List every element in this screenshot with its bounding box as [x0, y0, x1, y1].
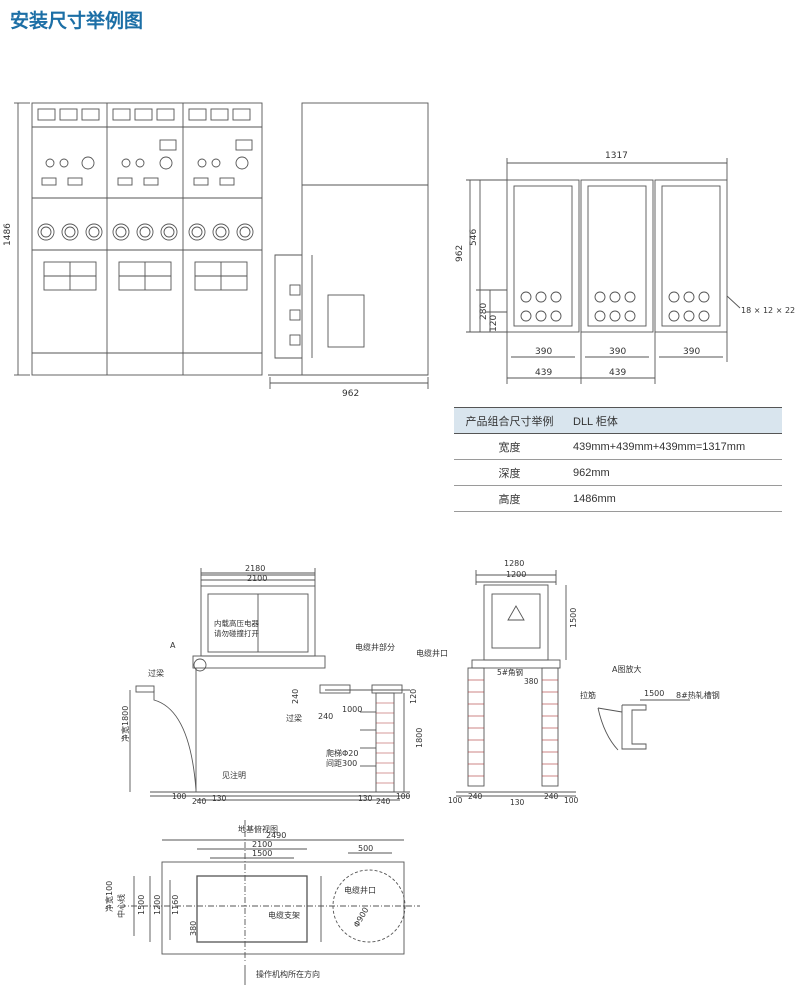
- outdoor-section: [456, 570, 576, 797]
- dim-2100: 2100: [247, 574, 267, 583]
- outdoor-bottom-dim-1: 100: [448, 796, 463, 805]
- cable-well-part: 电缆井部分: [355, 642, 395, 652]
- angle-steel-label: 5#角钢: [497, 667, 523, 677]
- dim-1280: 1280: [504, 559, 524, 568]
- install-bottom-dim-4: 130: [358, 794, 373, 803]
- top-view-holes: [520, 291, 710, 322]
- dim-1000: 1000: [342, 705, 362, 714]
- dim-439-2: 439: [609, 368, 626, 378]
- see-note-label: 见注明: [222, 770, 246, 780]
- table-row: 高度 1486mm: [454, 485, 782, 512]
- detail-A: [597, 699, 690, 751]
- foundation-direction: 操作机构所在方向: [256, 969, 320, 979]
- page-title: 安装尺寸举例图: [10, 10, 144, 32]
- install-bottom-dim-1: 100: [172, 792, 187, 801]
- install-bottom-dim-2: 240: [192, 797, 207, 806]
- dim-439-1: 439: [535, 368, 552, 378]
- outdoor-bottom-dim-4: 240: [544, 792, 559, 801]
- dim-380-outdoor: 380: [524, 677, 539, 686]
- warning-text-2: 请勿碰撞打开: [214, 628, 259, 638]
- detail-A-rib: 拉筋: [580, 690, 596, 700]
- foundation-dim-1500: 1500: [252, 849, 272, 858]
- dim-280-label: 280: [479, 303, 489, 320]
- install-bottom-dim-5: 240: [376, 797, 391, 806]
- dim-240-b: 240: [318, 712, 333, 721]
- top-height-label: 962: [455, 245, 465, 262]
- foundation-dim-2100: 2100: [252, 840, 272, 849]
- outdoor-bottom-dim-5: 100: [564, 796, 579, 805]
- foundation-dim-500: 500: [358, 844, 373, 853]
- foundation-dim-1500-v: 1500: [137, 895, 146, 915]
- spec-row-label: 高度: [454, 485, 565, 512]
- detail-A-channel: 8#热轧槽钢: [676, 690, 720, 700]
- table-row: 深度 962mm: [454, 459, 782, 486]
- side-view: [268, 102, 429, 389]
- foundation-center-axis: 中心线: [116, 894, 126, 918]
- ladder-text-2: 间距300: [326, 759, 357, 768]
- install-bottom-dim-3: 130: [212, 794, 227, 803]
- cable-well-opening: 电缆井口: [416, 648, 448, 658]
- dim-390-2: 390: [609, 347, 626, 357]
- outdoor-bottom-dim-2: 240: [468, 792, 483, 801]
- side-depth-label: 962: [342, 389, 359, 399]
- dim-390-1: 390: [535, 347, 552, 357]
- beam-label-2: 过梁: [286, 713, 302, 723]
- beam-label-1: 过梁: [148, 668, 164, 678]
- top-view: [466, 158, 741, 384]
- foundation-cable-well: 电缆井口: [344, 885, 376, 895]
- spec-row-value: 439mm+439mm+439mm=1317mm: [565, 433, 782, 460]
- dim-240-a: 240: [291, 689, 300, 704]
- foundation-dim-1200-v: 1200: [153, 895, 162, 915]
- install-section: [129, 568, 410, 801]
- front-height-label: 1486: [3, 223, 13, 246]
- spec-table: 产品组合尺寸举例 DLL 柜体 宽度 439mm+439mm+439mm=131…: [454, 407, 782, 512]
- spec-row-label: 深度: [454, 459, 565, 486]
- foundation-dim-380: 380: [189, 921, 198, 936]
- label-A: A: [170, 641, 176, 650]
- foundation-title: 地基俯视图: [238, 824, 278, 834]
- foundation-cable-bracket: 电缆支架: [268, 910, 300, 920]
- warning-text-1: 内载高压电器: [214, 618, 259, 628]
- clear-width-label: 净宽1800: [120, 706, 130, 742]
- dim-120-side: 120: [409, 689, 418, 704]
- ladder-text-1: 爬梯Φ20: [326, 748, 358, 758]
- dim-1800: 1800: [415, 728, 424, 748]
- top-width-label: 1317: [605, 151, 628, 161]
- dim-390-3: 390: [683, 347, 700, 357]
- front-view: [14, 102, 263, 376]
- spec-row-value: 962mm: [565, 459, 782, 486]
- detail-A-dim: 1500: [644, 689, 664, 698]
- spec-row-label: 宽度: [454, 433, 565, 460]
- foundation-clear-width: 净宽100: [104, 881, 114, 912]
- spec-row-value: 1486mm: [565, 485, 782, 512]
- dim-2180: 2180: [245, 564, 265, 573]
- dim-120-label: 120: [489, 315, 499, 332]
- foundation-dim-2490: 2490: [266, 831, 286, 840]
- foundation-plan: [120, 820, 420, 985]
- spec-table-header: 产品组合尺寸举例 DLL 柜体: [454, 407, 782, 434]
- detail-A-title: A图放大: [612, 664, 641, 674]
- foundation-dim-1160-v: 1160: [171, 895, 180, 915]
- spec-header-label: 产品组合尺寸举例: [454, 407, 565, 434]
- dim-1200: 1200: [506, 570, 526, 579]
- dim-546-label: 546: [469, 229, 479, 246]
- foundation-phi-900: Φ900: [352, 906, 371, 929]
- dim-1500-outdoor: 1500: [569, 608, 578, 628]
- table-row: 宽度 439mm+439mm+439mm=1317mm: [454, 433, 782, 460]
- hole-size-label: 18 × 12 × 22: [741, 306, 795, 315]
- install-bottom-dim-6: 100: [396, 792, 411, 801]
- outdoor-bottom-dim-3: 130: [510, 798, 525, 807]
- spec-header-value: DLL 柜体: [565, 407, 782, 434]
